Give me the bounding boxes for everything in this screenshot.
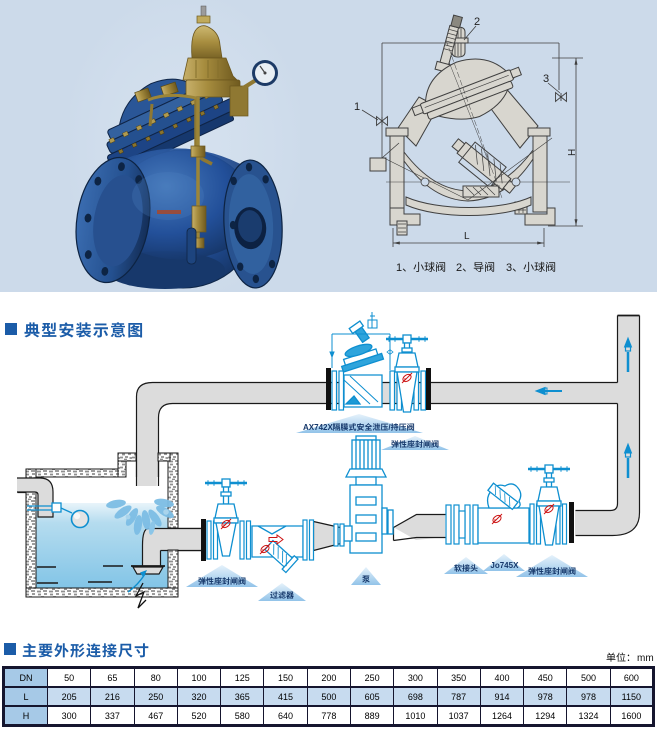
svg-text:/: / <box>388 423 391 432</box>
svg-text:Jo745X: Jo745X <box>490 561 519 570</box>
svg-text:AX742X: AX742X <box>303 423 333 432</box>
svg-text:2: 2 <box>456 262 462 274</box>
svg-text:H: H <box>567 149 578 156</box>
svg-text:L: L <box>464 231 470 242</box>
svg-text:mm: mm <box>637 653 654 664</box>
svg-text:2: 2 <box>474 16 480 28</box>
svg-text:3: 3 <box>506 262 512 274</box>
svg-text:1: 1 <box>354 101 360 113</box>
svg-text:3: 3 <box>543 73 549 85</box>
svg-text:1: 1 <box>396 262 402 274</box>
